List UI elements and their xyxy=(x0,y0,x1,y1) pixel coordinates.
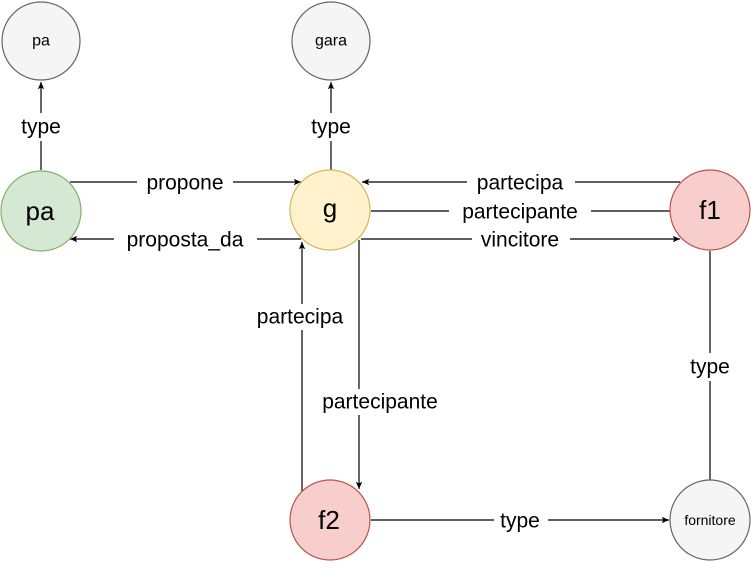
node-f2: f2 xyxy=(289,479,371,561)
node-f2-circle xyxy=(289,479,371,561)
edge-label-f1-partecipa: partecipa xyxy=(467,171,575,195)
svg-text:partecipante: partecipante xyxy=(322,391,438,414)
svg-text:partecipa: partecipa xyxy=(257,306,344,329)
edge-label-f2-type: type xyxy=(494,508,548,534)
node-f2-label: f2 xyxy=(318,505,340,535)
edge-label-g-partecipante-f1: partecipante xyxy=(449,200,591,224)
node-f1: f1 xyxy=(669,169,751,251)
node-pa-class-circle xyxy=(1,1,81,81)
node-gara-class-label: gara xyxy=(315,33,347,50)
edge-label-g-partecipante-f2: partecipante xyxy=(309,389,451,415)
svg-text:proposta_da: proposta_da xyxy=(127,229,244,252)
node-pa: pa xyxy=(0,170,82,252)
node-pa-class-label: pa xyxy=(32,33,50,50)
edge-label-pa-type: type xyxy=(14,113,68,141)
node-pa-class: pa xyxy=(1,1,81,81)
edge-label-f1-type: type xyxy=(684,353,738,381)
svg-text:propone: propone xyxy=(146,172,223,195)
svg-text:type: type xyxy=(690,356,730,379)
edge-label-propone: propone xyxy=(137,171,233,195)
edge-label-proposta-da: proposta_da xyxy=(114,228,257,252)
node-gara-class: gara xyxy=(291,1,371,81)
edge-label-vincitore: vincitore xyxy=(472,228,570,252)
node-fornitore-label: fornitore xyxy=(684,512,736,528)
node-pa-label: pa xyxy=(26,196,55,226)
node-g-circle xyxy=(289,169,371,251)
node-g: g xyxy=(289,169,371,251)
node-fornitore-class: fornitore xyxy=(669,479,751,561)
node-gara-class-circle xyxy=(291,1,371,81)
node-g-label: g xyxy=(323,193,337,223)
svg-text:type: type xyxy=(311,116,351,139)
svg-text:partecipa: partecipa xyxy=(477,172,564,195)
node-f1-label: f1 xyxy=(699,195,721,225)
svg-text:partecipante: partecipante xyxy=(462,201,578,224)
edge-label-f2-partecipa: partecipa xyxy=(247,304,353,330)
svg-text:vincitore: vincitore xyxy=(481,229,559,252)
node-fornitore-circle xyxy=(669,479,751,561)
edge-label-g-type: type xyxy=(304,113,358,141)
node-pa-circle xyxy=(0,170,82,252)
svg-text:type: type xyxy=(500,510,540,533)
svg-text:type: type xyxy=(21,116,61,139)
node-f1-circle xyxy=(669,169,751,251)
